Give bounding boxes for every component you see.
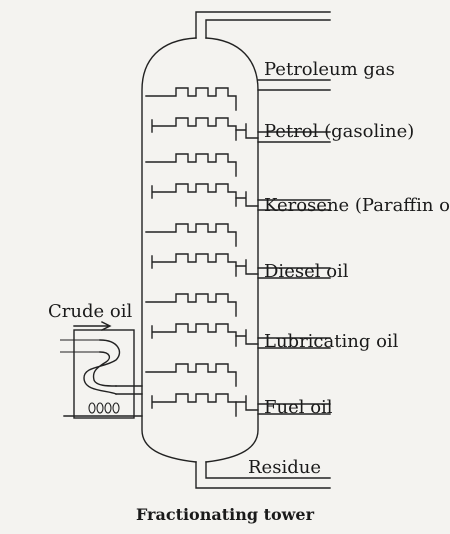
label-crude-oil: Crude oil xyxy=(48,301,133,322)
label-lubricating: Lubricating oil xyxy=(264,331,399,352)
tray-1 xyxy=(145,87,237,111)
draw-off-5 xyxy=(235,395,331,415)
label-fuel: Fuel oil xyxy=(264,397,333,418)
draw-off-2 xyxy=(235,191,331,211)
tray-2 xyxy=(151,117,237,141)
furnace-to-column xyxy=(115,385,143,395)
burner-flames xyxy=(88,402,120,414)
label-diesel: Diesel oil xyxy=(264,261,349,282)
top-vapour-pipe xyxy=(195,11,331,39)
label-kerosene: Kerosene (Paraffin o xyxy=(264,195,450,216)
tray-8 xyxy=(151,323,237,347)
label-residue: Residue xyxy=(248,457,321,478)
draw-off-4 xyxy=(235,329,331,349)
residue-pipe xyxy=(195,461,331,489)
label-petrol: Petrol (gasoline) xyxy=(264,121,415,142)
crude-inlet-lines xyxy=(60,339,100,353)
draw-off-1 xyxy=(235,123,331,143)
tray-7 xyxy=(145,293,237,317)
tray-3 xyxy=(145,153,237,177)
furnace-box xyxy=(73,329,135,419)
tray-group xyxy=(145,87,331,417)
draw-off-3 xyxy=(235,259,331,279)
tray-5 xyxy=(145,223,237,247)
label-petroleum-gas: Petroleum gas xyxy=(264,59,395,80)
column-shell xyxy=(141,37,259,463)
crude-arrow xyxy=(73,321,112,331)
tray-9 xyxy=(145,363,237,387)
tray-4 xyxy=(151,183,237,207)
diagram-caption: Fractionating tower xyxy=(135,505,315,524)
petroleum-gas-outlet xyxy=(257,79,331,91)
tray-10 xyxy=(151,393,237,417)
heating-coil xyxy=(83,339,121,395)
tray-6 xyxy=(151,253,237,277)
